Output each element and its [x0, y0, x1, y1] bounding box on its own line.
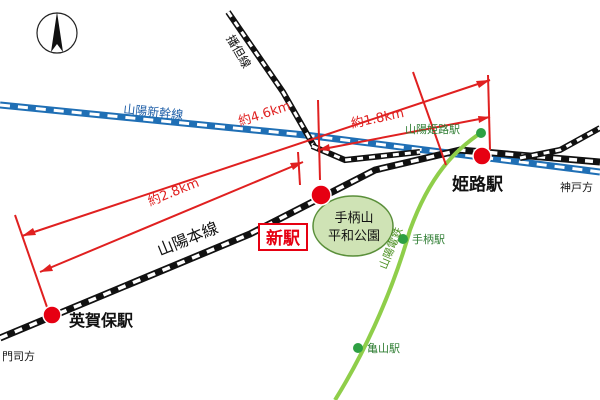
direction-kobe-label: 神戸方 [560, 180, 593, 194]
shinkansen-label: 山陽新幹線 [123, 101, 184, 122]
distance-label-2-8km: 約2.8km [146, 176, 202, 210]
station-new-marker [310, 184, 332, 206]
sanyo-main-line [0, 125, 600, 342]
station-sanyo-himeji-marker [476, 128, 486, 138]
new-station-badge: 新駅 [258, 223, 308, 251]
station-hiraho-marker [42, 305, 62, 325]
distance-2-8km [39, 151, 304, 273]
bantan-line [225, 10, 318, 150]
park-area: 手柄山 平和公園 [312, 195, 394, 257]
station-himeji-marker [472, 146, 492, 166]
distance-label-1-8km: 約1.8km [350, 106, 406, 132]
distance-4-6km [14, 71, 491, 311]
station-sanyo-himeji-label: 山陽姫路駅 [405, 122, 460, 136]
station-kameyama-label: 亀山駅 [367, 341, 400, 355]
station-hiraho-label: 英賀保駅 [68, 311, 134, 330]
station-new-label: 新駅 [266, 228, 301, 249]
station-tegara-label: 手柄駅 [412, 232, 445, 246]
station-tegara-marker [398, 234, 408, 244]
station-kameyama-marker [353, 343, 363, 353]
distance-label-4-6km: 約4.6km [237, 99, 293, 130]
north-arrow-icon [36, 12, 78, 54]
sanyo-dentetsu-line [333, 130, 484, 400]
direction-moji-label: 門司方 [2, 349, 35, 363]
park-label-line1: 手柄山 [334, 211, 373, 226]
distance-1-8km [317, 99, 491, 181]
park-label-line2: 平和公園 [328, 229, 380, 244]
station-himeji-label: 姫路駅 [452, 174, 504, 195]
shinkansen-line [0, 101, 600, 176]
bantan-line-label: 播但線 [223, 32, 254, 71]
